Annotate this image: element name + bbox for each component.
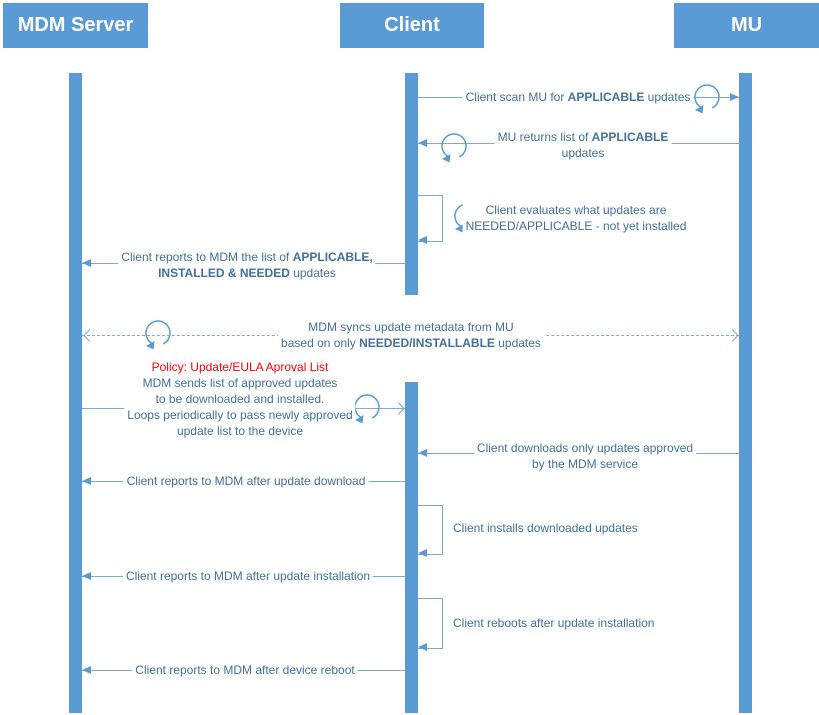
arrowhead-icon [82,258,91,267]
actor-header-mu: MU [674,3,819,48]
arrowhead-icon [418,235,427,244]
self-message-bracket-evaluates [418,195,443,242]
loop-icon [354,394,380,424]
arrowhead-icon [418,448,427,457]
actor-header-client: Client [340,3,484,48]
actor-header-mdm-server: MDM Server [3,3,148,48]
message-label-report-download: Client reports to MDM after update downl… [123,473,369,489]
message-label-scan: Client scan MU for APPLICABLE updates [462,89,694,105]
arrowhead-icon [392,402,406,415]
message-label-downloads: Client downloads only updates approved b… [473,440,697,472]
lifeline-mu [739,73,752,713]
loop-icon [694,84,720,114]
message-label-reboots: Client reboots after update installation [450,615,658,631]
self-message-bracket-installs [418,505,443,555]
arrowhead-icon [418,642,427,651]
message-label-sync: MDM syncs update metadata from MU based … [278,319,544,351]
arrowhead-icon [726,329,740,342]
self-message-bracket-reboots [418,598,443,649]
message-label-returns: MU returns list of APPLICABLE updates [494,129,672,161]
message-label-report-reboot: Client reports to MDM after device reboo… [132,662,358,678]
message-label-installs: Client installs downloaded updates [450,520,641,536]
arrowhead-icon [730,92,739,101]
policy-title: Policy: Update/EULA Aproval List [151,360,329,374]
message-label-report-install: Client reports to MDM after update insta… [122,568,374,584]
lifeline-client-upper [405,73,418,295]
message-label-evaluates: Client evaluates what updates are NEEDED… [462,202,690,234]
loop-icon [441,133,467,163]
arrowhead-icon [82,665,91,674]
lifeline-client-lower [405,382,418,713]
arrowhead-icon [418,138,427,147]
lifeline-mdm-server [69,73,82,713]
loop-icon [145,320,171,350]
arrowhead-icon [82,329,96,342]
arrowhead-icon [418,548,427,557]
arrowhead-icon [82,476,91,485]
message-label-policy: Policy: Update/EULA Aproval List MDM sen… [124,359,356,439]
arrowhead-icon [82,571,91,580]
message-label-reports-list: Client reports to MDM the list of APPLIC… [118,249,376,281]
